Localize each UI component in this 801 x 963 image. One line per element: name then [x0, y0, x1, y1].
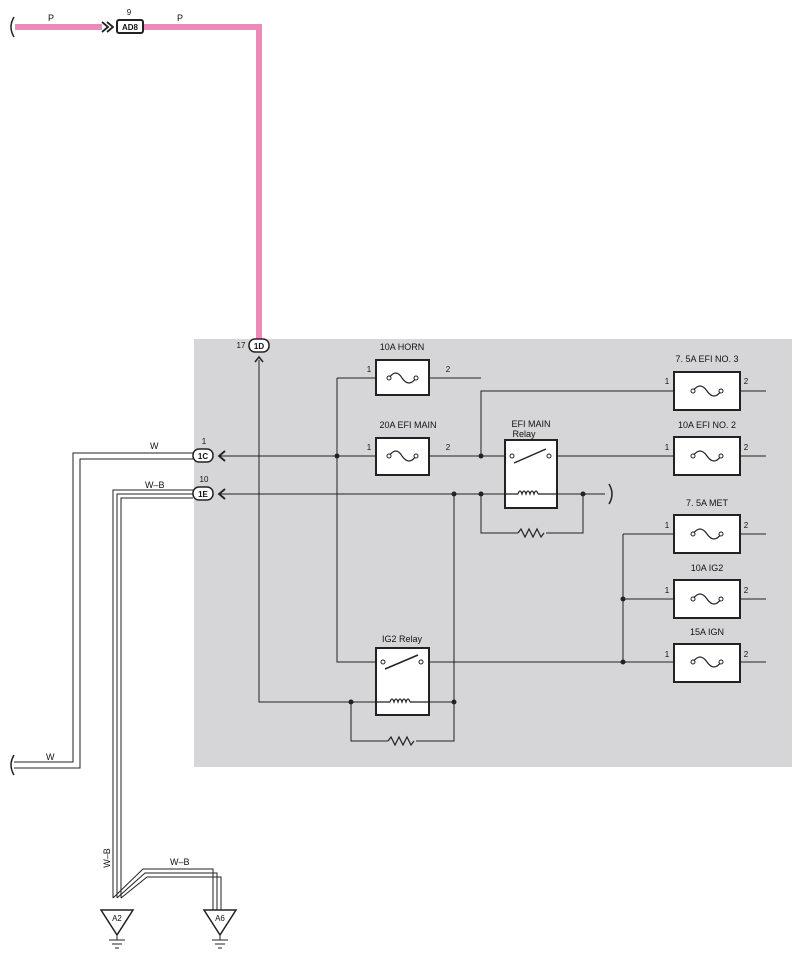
connector-ad8: AD8 9	[101, 8, 144, 34]
wire-label-wb-upper: W–B	[145, 480, 165, 490]
fuse-icon	[692, 450, 722, 462]
fuse-efi-no2-pin2: 2	[744, 443, 749, 452]
ground-a2-label: A2	[112, 914, 122, 923]
fuse-met-pin1: 1	[665, 521, 670, 530]
connector-1c-label: 1C	[198, 452, 208, 461]
fuse-efi-no3-pin2: 2	[744, 377, 749, 386]
relay-coil-icon	[505, 490, 557, 496]
connector-1d-label: 1D	[254, 342, 264, 351]
wire-w	[14, 452, 193, 769]
wire-break-icon	[10, 754, 15, 776]
fuse-icon	[692, 528, 722, 540]
wire-label-w-lower: W	[46, 752, 55, 762]
wire-w-b	[112, 489, 222, 910]
fuse-horn-pin1: 1	[367, 365, 372, 374]
connector-1d-pin: 17	[237, 341, 246, 350]
connector-ad8-pin: 9	[127, 8, 132, 17]
arrow-connector-icon	[101, 21, 115, 33]
fuse-efi-no2-pin1: 1	[665, 443, 670, 452]
fuse-ign: 15A IGN 1 2	[665, 627, 749, 683]
connector-1c: 1C 1	[192, 437, 226, 463]
wire-label-p-left: P	[48, 13, 54, 23]
ground-icon	[99, 909, 135, 937]
connector-ad8-label: AD8	[122, 23, 139, 32]
fuse-efi-no2-label: 10A EFI NO. 2	[678, 420, 736, 430]
fuse-icon	[692, 593, 722, 605]
fuse-ig2: 10A IG2 1 2	[665, 563, 749, 619]
ground-a2: A2	[99, 909, 135, 949]
pink-power-wire	[15, 24, 262, 342]
relay-efi-main: EFI MAIN Relay	[504, 419, 558, 509]
fuse-efi-main: 20A EFI MAIN 1 2	[367, 420, 451, 476]
ground-icon	[202, 909, 238, 937]
fuse-icon	[692, 385, 722, 397]
fuse-ig2-pin2: 2	[744, 586, 749, 595]
wire-break-icon	[608, 483, 613, 505]
connector-1e-pin: 10	[200, 475, 209, 484]
ground-a6: A6	[202, 909, 238, 949]
wire-label-w-upper: W	[150, 441, 159, 451]
fuse-efi-no3: 7. 5A EFI NO. 3 1 2	[665, 354, 749, 411]
wire-label-p-right: P	[177, 13, 183, 23]
fuse-efi-main-pin1: 1	[367, 443, 372, 452]
fuse-ign-pin1: 1	[665, 650, 670, 659]
fuse-ig2-pin1: 1	[665, 586, 670, 595]
relay-switch-icon	[513, 448, 547, 464]
relay-efi-main-label-2: Relay	[512, 429, 536, 439]
fuse-ign-pin2: 2	[744, 650, 749, 659]
wire-label-wb-vertical: W–B	[102, 848, 112, 868]
junction-dots	[334, 453, 626, 705]
fuse-horn-label: 10A HORN	[380, 342, 425, 352]
fuse-icon	[388, 450, 417, 462]
relay-ig2: IG2 Relay	[375, 634, 430, 716]
connector-1c-pin: 1	[202, 437, 207, 446]
fuse-horn: 10A HORN 1 2	[367, 342, 451, 396]
fuse-efi-no3-label: 7. 5A EFI NO. 3	[675, 354, 738, 364]
ground-a6-label: A6	[215, 914, 225, 923]
internal-wiring	[220, 360, 766, 742]
fuse-efi-main-pin2: 2	[446, 443, 451, 452]
fuse-met-pin2: 2	[744, 521, 749, 530]
connector-1e-label: 1E	[198, 490, 208, 499]
fuse-met-label: 7. 5A MET	[686, 498, 729, 508]
relay-ig2-label: IG2 Relay	[382, 634, 423, 644]
resistor-icon	[387, 735, 415, 747]
connector-1d: 1D 17	[237, 338, 270, 363]
wire-break-icon	[10, 16, 15, 38]
fuse-efi-no3-pin1: 1	[665, 377, 670, 386]
fuse-ign-label: 15A IGN	[690, 627, 724, 637]
fuse-horn-pin2: 2	[446, 365, 451, 374]
fuse-icon	[388, 372, 417, 384]
fuse-ig2-label: 10A IG2	[691, 563, 724, 573]
relay-coil-icon	[376, 698, 429, 704]
wire-label-wb-branch: W–B	[170, 857, 190, 867]
fuse-efi-no2: 10A EFI NO. 2 1 2	[665, 420, 749, 476]
fuse-efi-main-label: 20A EFI MAIN	[379, 420, 436, 430]
resistor-icon	[517, 527, 545, 539]
fuse-icon	[692, 656, 722, 668]
relay-switch-icon	[384, 654, 419, 670]
relay-efi-main-label-1: EFI MAIN	[511, 419, 550, 429]
fuse-met: 7. 5A MET 1 2	[665, 498, 749, 554]
